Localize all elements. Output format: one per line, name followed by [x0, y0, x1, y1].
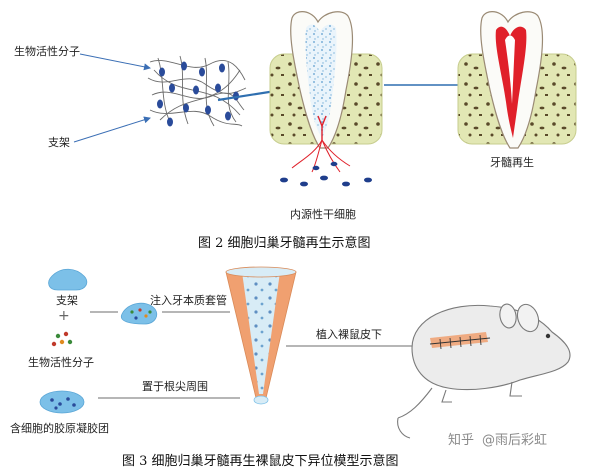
- figure-2-caption: 图 2 细胞归巢牙髓再生示意图: [198, 235, 371, 251]
- label-bioactive-molecules-3: 生物活性分子: [28, 355, 94, 369]
- label-cell-gel: 含细胞的胶原凝胶团: [10, 421, 109, 435]
- plus-sign: +: [58, 308, 70, 324]
- implant-site-icon: [429, 332, 491, 350]
- label-pulp-regeneration: 牙髓再生: [490, 155, 534, 169]
- label-place-apex: 置于根尖周围: [142, 379, 208, 393]
- bioactive-molecules-icon: [51, 331, 73, 347]
- watermark-author: @雨后彩虹: [482, 433, 547, 448]
- figure-2: 生物活性分子 支架 内源性干细胞: [14, 11, 577, 251]
- dentin-tube-icon: [225, 266, 297, 405]
- nude-mouse-icon: [397, 303, 571, 439]
- tooth-regenerated-pulp: [457, 11, 577, 149]
- pulp-chamber-scaffold: [305, 24, 337, 138]
- label-implant: 植入裸鼠皮下: [316, 327, 382, 341]
- watermark: 知乎 @雨后彩虹: [448, 432, 547, 448]
- cell-gel-icon: [39, 390, 85, 414]
- label-endogenous-stem-cells: 内源性干细胞: [290, 207, 356, 221]
- endogenous-stem-cell-icon: [280, 161, 372, 187]
- pointer-arrow: [73, 116, 151, 143]
- mixed-scaffold-drop-icon: [120, 302, 158, 325]
- label-bioactive-molecules: 生物活性分子: [14, 44, 80, 58]
- label-scaffold: 支架: [48, 136, 70, 149]
- figure-3-caption: 图 3 细胞归巢牙髓再生裸鼠皮下异位模型示意图: [122, 453, 399, 469]
- scaffold-blob-icon: [48, 268, 88, 291]
- figure-3: 支架 + 生物活性分子 含细胞的胶原凝胶团: [10, 266, 571, 469]
- stem-cell-migration: [291, 139, 351, 173]
- pointer-arrow: [79, 53, 151, 71]
- tooth-with-scaffold: [269, 11, 383, 149]
- watermark-platform: 知乎: [448, 432, 474, 448]
- label-scaffold-3: 支架: [56, 294, 78, 307]
- label-inject: 注入牙本质套管: [150, 293, 227, 307]
- bioactive-molecule-icon: [157, 61, 239, 127]
